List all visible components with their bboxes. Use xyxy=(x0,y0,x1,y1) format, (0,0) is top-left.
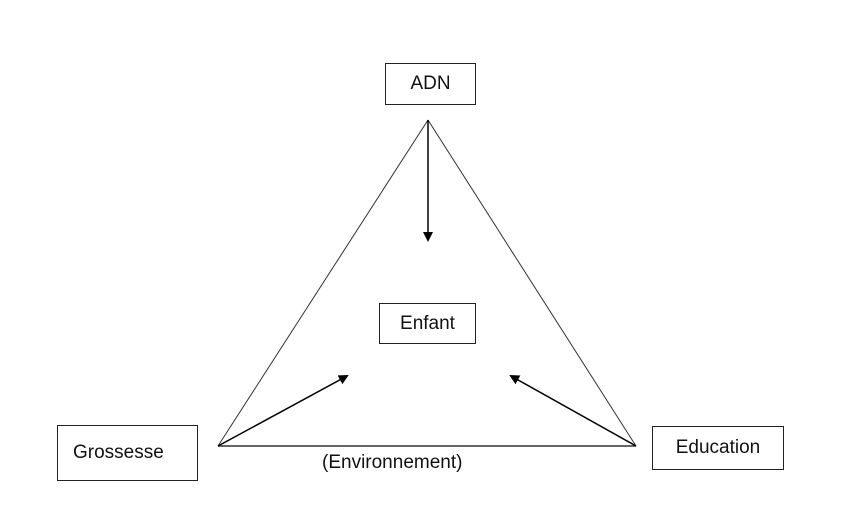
node-enfant-label: Enfant xyxy=(400,312,455,334)
node-education: Education xyxy=(652,426,784,470)
node-adn: ADN xyxy=(385,63,476,105)
arrow-education-to-enfant xyxy=(509,375,637,447)
node-grossesse: Grossesse xyxy=(57,425,198,481)
node-enfant: Enfant xyxy=(379,303,476,344)
node-education-label: Education xyxy=(675,437,761,458)
node-grossesse-label: Grossesse xyxy=(73,442,164,463)
arrow-grossesse-to-enfant xyxy=(217,375,349,447)
triangle-edge-left xyxy=(217,119,429,447)
triangle-edge-right xyxy=(427,119,637,447)
edge-label-environnement: (Environnement) xyxy=(322,452,463,473)
node-adn-label: ADN xyxy=(410,73,451,94)
